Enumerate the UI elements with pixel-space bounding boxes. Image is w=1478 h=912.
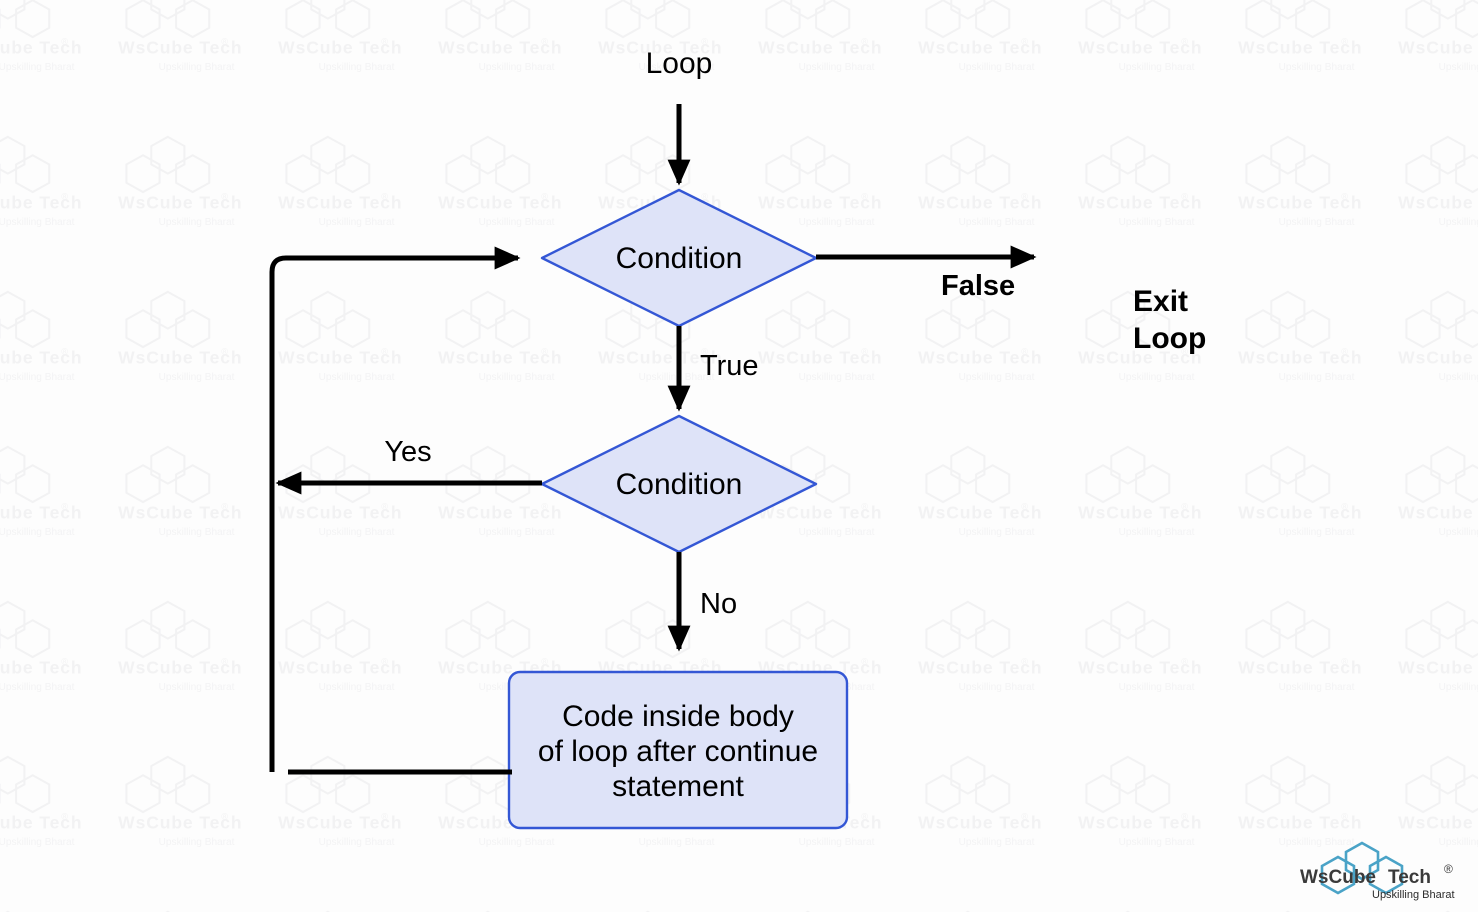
- exit-loop-line-2: Loop: [1133, 322, 1206, 355]
- node-loop-body[interactable]: [507, 670, 849, 830]
- wscube-tech-logo: WsCube Tech ® Upskilling Bharat: [1300, 841, 1455, 901]
- edge-label-true: True: [700, 350, 759, 382]
- node-loop-body-line-3: statement: [612, 770, 744, 803]
- edge-loopback-to-condition1: [269, 246, 521, 772]
- node-condition-1-label: Condition: [616, 242, 743, 275]
- logo-word-primary: WsCube: [1300, 867, 1376, 888]
- node-loop-body-line-1: Code inside body: [562, 700, 794, 733]
- node-condition-2-label: Condition: [616, 468, 743, 501]
- edge-label-false: False: [941, 270, 1015, 302]
- edge-label-yes: Yes: [384, 436, 431, 468]
- entry-label: Loop: [646, 47, 713, 80]
- logo-word-secondary: Tech: [1388, 867, 1431, 888]
- logo-registered-mark: ®: [1444, 862, 1453, 876]
- exit-loop-line-1: Exit: [1133, 285, 1188, 318]
- edge-label-no: No: [700, 588, 737, 620]
- logo-tagline: Upskilling Bharat: [1372, 889, 1455, 901]
- node-loop-body-line-2: of loop after continue: [538, 735, 818, 768]
- logo-hexagon-icon: [1320, 841, 1404, 895]
